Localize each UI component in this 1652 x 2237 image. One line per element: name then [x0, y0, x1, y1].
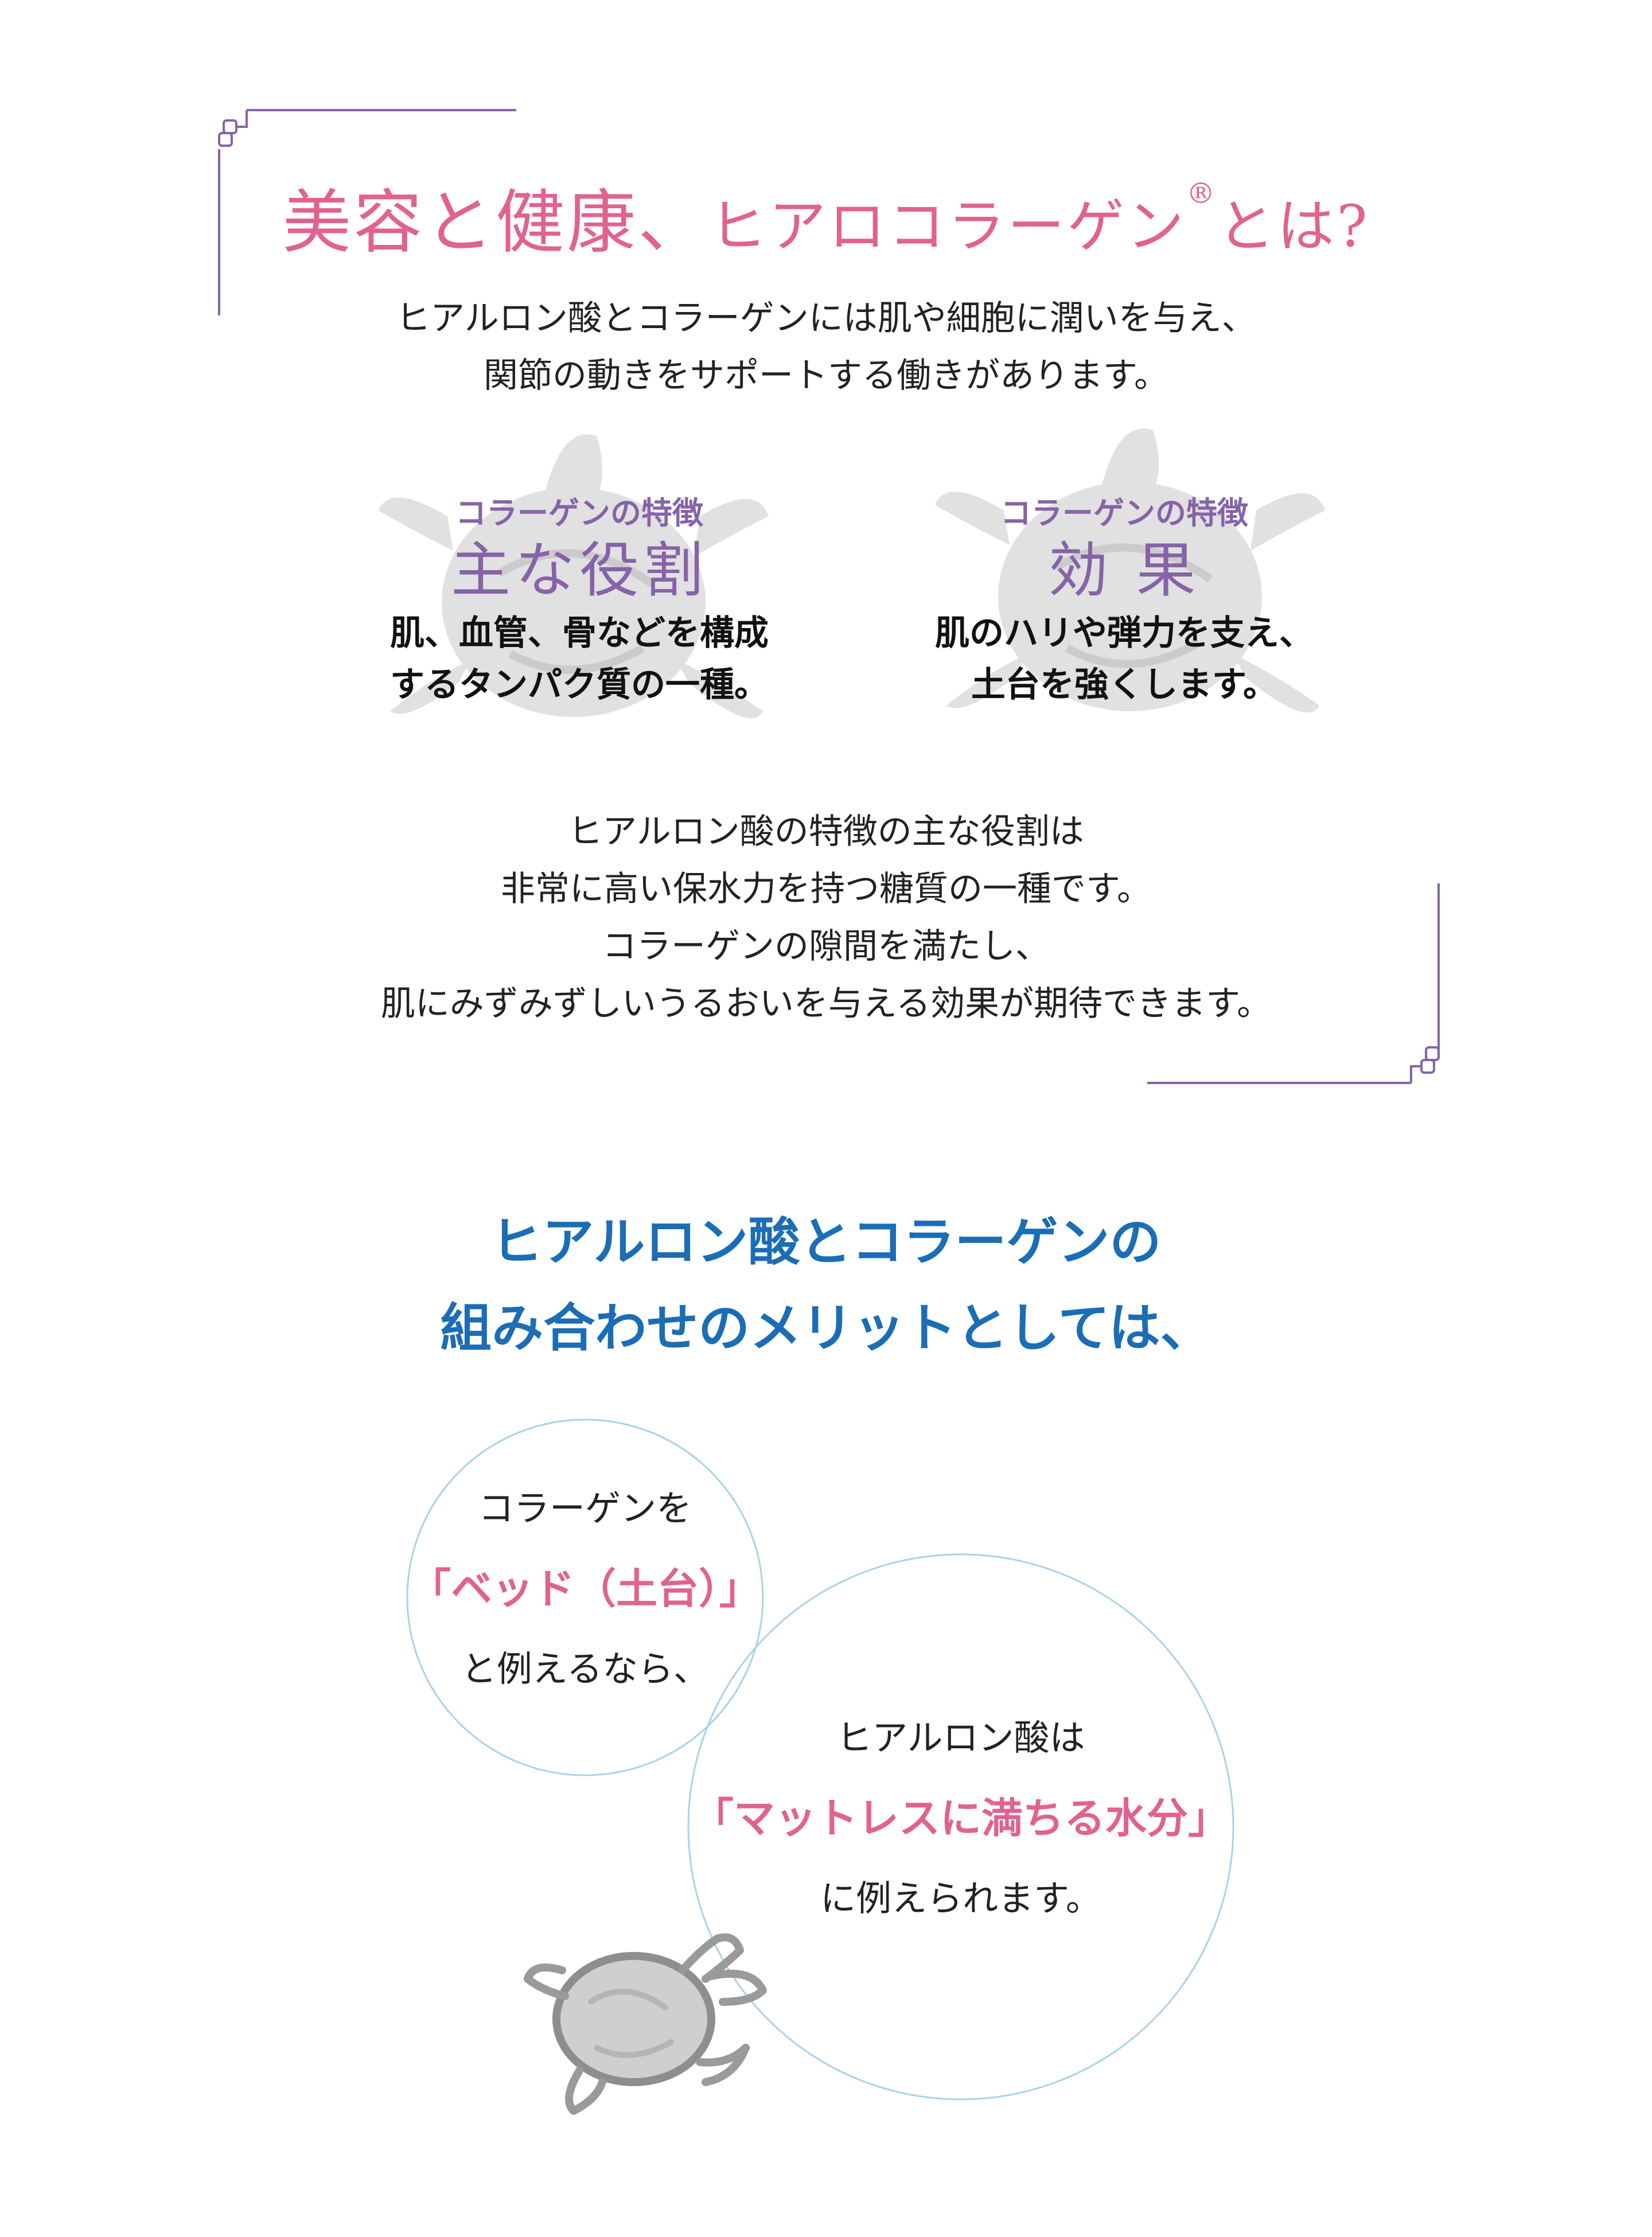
- combination-line: 組み合わせのメリットとしては、: [440, 1297, 1212, 1358]
- bubble-highlight: 「マットレスに満ちる水分」: [692, 1794, 1229, 1842]
- hyaluronic-line: 非常に高い保水力を持つ糖質の一種です。: [501, 869, 1151, 909]
- turtle-watermark-left: [379, 434, 769, 719]
- frame-corner-bottom-right: [1147, 883, 1440, 1084]
- feature-body-line: 肌、血管、骨などを構成: [390, 613, 769, 653]
- hyaluronic-line: 肌にみずみずしいうるおいを与える効果が期待できます。: [380, 984, 1272, 1024]
- feature-effect: コラーゲンの特徴 効 果 肌のハリや弾力を支え、 土台を強くします。: [837, 488, 1411, 711]
- bubble-line: ヒアルロン酸は: [836, 1717, 1085, 1759]
- bubble-line: に例えられます。: [820, 1877, 1101, 1919]
- bubble-hyaluronic-text: ヒアルロン酸は 「マットレスに満ちる水分」 に例えられます。: [645, 1698, 1276, 1939]
- title-part1: 美容と健康、: [282, 183, 710, 263]
- circle-hyaluronic: [687, 1553, 1234, 2100]
- combination-line: ヒアルロン酸とコラーゲンの: [490, 1211, 1162, 1272]
- feature-subtitle: コラーゲンの特徴: [1000, 494, 1248, 531]
- page-title: 美容と健康、ヒアロコラーゲン®とは?: [0, 166, 1652, 266]
- hyaluronic-text: ヒアルロン酸の特徴の主な役割は 非常に高い保水力を持つ糖質の一種です。 コラーゲ…: [0, 803, 1652, 1032]
- circle-collagen: [406, 1418, 764, 1776]
- bubble-line: と例えるなら、: [461, 1648, 710, 1690]
- turtle-watermark-right: [935, 428, 1325, 713]
- registered-mark: ®: [1186, 177, 1218, 210]
- intro-line: 関節の動きをサポートする働きがあります。: [484, 356, 1168, 396]
- feature-body-line: するタンパク質の一種。: [390, 665, 769, 705]
- bubble-collagen-text: コラーゲンを 「ベッド（土台）」 と例えるなら、: [356, 1468, 815, 1709]
- feature-body-line: 土台を強くします。: [971, 665, 1277, 705]
- feature-role: コラーゲンの特徴 主な役割 肌、血管、骨などを構成 するタンパク質の一種。: [293, 488, 866, 711]
- feature-heading: 効 果: [1048, 535, 1201, 605]
- intro-line: ヒアルロン酸とコラーゲンには肌や細胞に潤いを与え、: [396, 298, 1256, 338]
- intro-text: ヒアルロン酸とコラーゲンには肌や細胞に潤いを与え、 関節の動きをサポートする働き…: [0, 290, 1652, 404]
- hyaluronic-line: コラーゲンの隙間を満たし、: [602, 926, 1050, 966]
- hyaluronic-line: ヒアルロン酸の特徴の主な役割は: [568, 812, 1084, 852]
- title-part2: ヒアロコラーゲン: [709, 193, 1187, 260]
- feature-body-line: 肌のハリや弾力を支え、: [935, 613, 1314, 653]
- feature-heading: 主な役割: [450, 535, 708, 605]
- turtle-illustration: [524, 1933, 767, 2115]
- frame-corner-top-left: [218, 109, 516, 315]
- feature-subtitle: コラーゲンの特徴: [455, 494, 703, 531]
- title-part3: とは?: [1217, 193, 1370, 260]
- combination-heading: ヒアルロン酸とコラーゲンの 組み合わせのメリットとしては、: [0, 1199, 1652, 1371]
- bubble-highlight: 「ベッド（土台）」: [409, 1564, 761, 1613]
- bubble-line: コラーゲンを: [478, 1487, 692, 1529]
